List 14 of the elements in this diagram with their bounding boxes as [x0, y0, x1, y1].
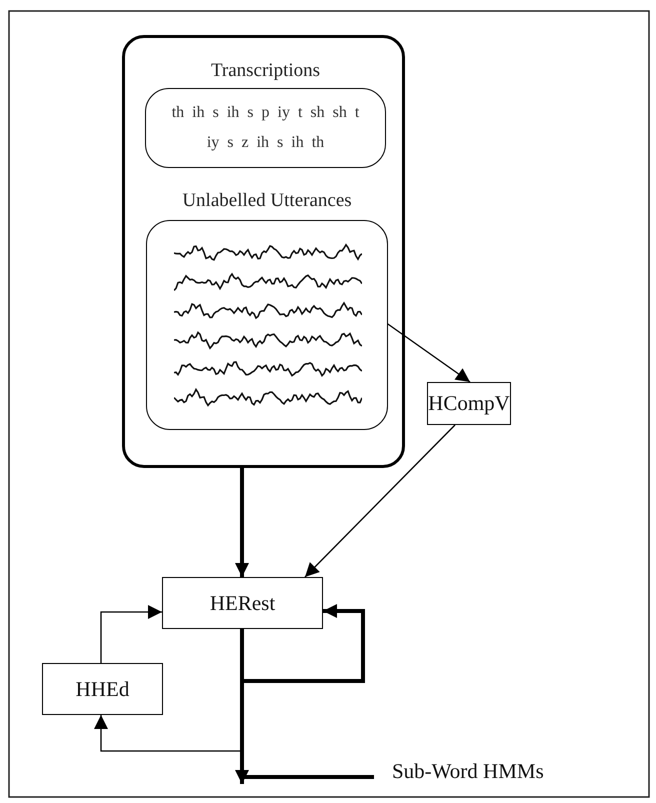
process-box [42, 663, 163, 715]
arrow [235, 468, 249, 577]
section-heading: Unlabelled Utterances [181, 190, 353, 212]
phoneme-text: th ih s ih s p iy t sh sh t iy s z ih s ih th [170, 103, 360, 153]
rounded-panel [122, 35, 405, 468]
process-box [427, 382, 511, 425]
section-heading: Transcriptions [210, 60, 322, 82]
tool-label: HHEd [76, 676, 130, 702]
tool-label: HCompV [428, 391, 510, 416]
output-label: Sub-Word HMMs [392, 756, 552, 786]
arrow [100, 605, 162, 663]
process-box [162, 577, 323, 629]
tool-label: HERest [210, 590, 276, 616]
arrow [304, 424, 456, 578]
